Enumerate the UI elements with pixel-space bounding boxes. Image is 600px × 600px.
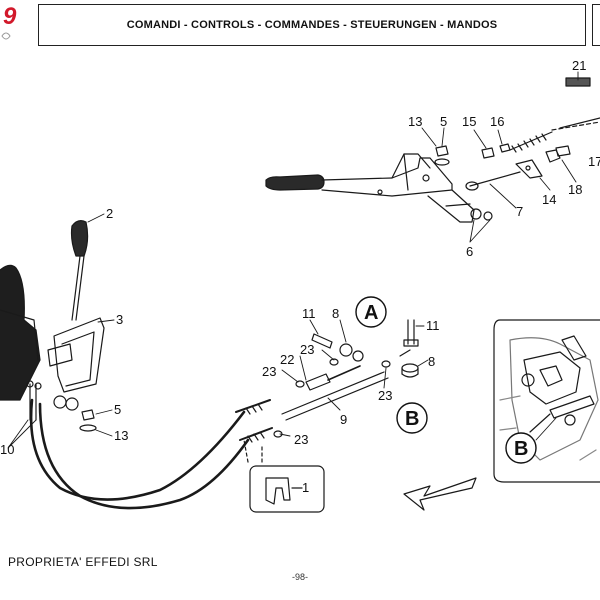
callout-14: 14 — [542, 192, 556, 207]
brand-logo: 9 — [1, 3, 17, 40]
detail-marker-b: B — [405, 408, 419, 430]
callout-7: 7 — [516, 204, 523, 219]
detail-marker-a: A — [364, 302, 378, 324]
page-number: -98- — [291, 572, 308, 582]
leader-lines — [7, 71, 579, 489]
handbrake-lever-assembly — [265, 77, 600, 223]
clip-detail-box — [249, 465, 325, 513]
callout-9: 9 — [340, 412, 347, 427]
page-title-box: COMANDI - CONTROLS - COMMANDES - STEUERU… — [38, 4, 586, 46]
gearshift-cables — [29, 398, 250, 510]
direction-arrow — [403, 477, 477, 511]
callout-8-right: 8 — [428, 354, 435, 369]
callout-23-a: 23 — [300, 342, 314, 357]
callout-13: 13 — [408, 114, 422, 129]
callout-10: 10 — [0, 442, 14, 457]
document-owner: PROPRIETA' EFFEDI SRL — [8, 555, 158, 569]
callout-16: 16 — [490, 114, 504, 129]
callout-11-right: 11 — [426, 318, 440, 333]
callout-21: 21 — [572, 58, 586, 73]
page-title: COMANDI - CONTROLS - COMMANDES - STEUERU… — [126, 19, 498, 31]
part-callouts: 21 13 5 15 16 17 18 14 7 6 2 3 5 13 10 1… — [0, 58, 600, 495]
callout-1: 1 — [302, 480, 309, 495]
callout-17: 17 — [588, 154, 600, 169]
callout-18: 18 — [568, 182, 582, 197]
gear-lever-assembly — [0, 220, 105, 432]
shift-linkage — [273, 319, 419, 438]
detail-markers: A B B — [355, 296, 537, 464]
callout-23-d: 23 — [294, 432, 308, 447]
callout-22: 22 — [280, 352, 294, 367]
detail-marker-b-inset: B — [514, 438, 528, 460]
callout-23-c: 23 — [378, 388, 392, 403]
callout-5: 5 — [440, 114, 447, 129]
callout-11: 11 — [302, 306, 316, 321]
title-box-edge — [592, 4, 600, 46]
callout-5-lower: 5 — [114, 402, 121, 417]
callout-2: 2 — [106, 206, 113, 221]
logo-glyph: 9 — [3, 3, 17, 30]
detail-b-inset — [493, 319, 600, 483]
callout-6: 6 — [466, 244, 473, 259]
parts-diagram: 21 13 5 15 16 17 18 14 7 6 2 3 5 13 10 1… — [0, 58, 600, 513]
callout-3: 3 — [116, 312, 123, 327]
callout-13-lower: 13 — [114, 428, 128, 443]
callout-8: 8 — [332, 306, 339, 321]
callout-15: 15 — [462, 114, 476, 129]
callout-23-b: 23 — [262, 364, 276, 379]
